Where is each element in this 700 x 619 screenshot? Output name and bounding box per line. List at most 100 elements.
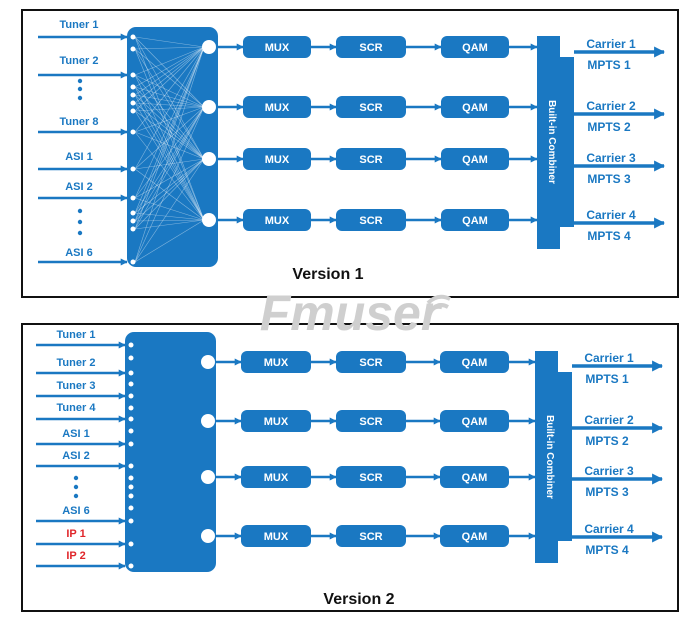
watermark: Fmuser <box>260 285 451 341</box>
combiner-label: Built-in Combiner <box>546 100 557 184</box>
matrix-link <box>134 46 205 199</box>
qam-label: QAM <box>462 472 488 484</box>
mux-block <box>243 96 311 118</box>
matrix-link <box>134 46 205 230</box>
matrix-link <box>134 131 205 160</box>
input-port-dot <box>130 72 136 78</box>
matrix-link <box>134 158 205 170</box>
mpts-label: MPTS 2 <box>585 434 629 448</box>
matrix-link <box>134 86 205 221</box>
matrix-link <box>134 158 205 263</box>
matrix-link <box>134 94 205 108</box>
qam-block <box>440 525 509 547</box>
mux-block <box>241 410 311 432</box>
input-port-dot <box>130 92 136 98</box>
qam-label: QAM <box>462 42 488 54</box>
input-port-dot <box>128 441 134 447</box>
input-port-dot <box>128 463 134 469</box>
matrix-link <box>134 48 205 160</box>
input-label: ASI 2 <box>65 181 93 193</box>
matrix-link <box>134 48 205 108</box>
carrier-label: Carrier 1 <box>586 37 636 51</box>
output-port <box>201 470 215 484</box>
scr-label: SCR <box>359 531 382 543</box>
mpts-label: MPTS 1 <box>587 58 631 72</box>
input-port-dot <box>128 475 134 481</box>
matrix-link <box>134 74 205 221</box>
matrix-link <box>134 102 205 108</box>
scr-label: SCR <box>359 416 382 428</box>
input-label: IP 2 <box>66 550 85 562</box>
mux-label: MUX <box>264 531 289 543</box>
qam-label: QAM <box>462 102 488 114</box>
carrier-label: Carrier 2 <box>584 413 634 427</box>
mpts-label: MPTS 2 <box>587 120 631 134</box>
version1-frame <box>21 9 679 298</box>
mpts-label: MPTS 4 <box>585 543 629 557</box>
matrix-link <box>134 158 205 222</box>
built-in-combiner: Built-in Combiner <box>535 351 572 563</box>
combiner-label: Built-in Combiner <box>544 415 555 499</box>
input-port-dot <box>130 100 136 106</box>
carrier-label: Carrier 3 <box>586 151 636 165</box>
mux-label: MUX <box>264 472 289 484</box>
matrix-link <box>134 46 205 214</box>
scr-label: SCR <box>359 42 382 54</box>
matrix-link <box>134 94 205 221</box>
qam-block <box>440 466 509 488</box>
mux-block <box>243 36 311 58</box>
output-port <box>202 100 216 114</box>
input-label: ASI 1 <box>62 428 90 440</box>
input-port-dot <box>128 355 134 361</box>
mpts-label: MPTS 1 <box>585 372 629 386</box>
version-title: Version 2 <box>323 591 394 608</box>
mux-label: MUX <box>265 42 290 54</box>
matrix-link <box>134 102 205 160</box>
matrix-link <box>134 106 205 170</box>
input-label: Tuner 2 <box>57 357 96 369</box>
ellipsis-dot <box>77 219 83 225</box>
matrix-link <box>134 158 205 230</box>
qam-block <box>441 96 509 118</box>
input-port-dot <box>128 563 134 569</box>
version2-frame <box>21 323 679 612</box>
output-port <box>201 529 215 543</box>
matrix-link <box>134 46 205 112</box>
input-port-dot <box>130 210 136 216</box>
mux-block <box>243 209 311 231</box>
scr-block <box>336 148 406 170</box>
mux-block <box>243 148 311 170</box>
input-port-dot <box>130 108 136 114</box>
matrix-link <box>134 106 205 230</box>
input-port-dot <box>128 342 134 348</box>
input-port-dot <box>128 484 134 490</box>
input-port-dot <box>128 370 134 376</box>
input-port-dot <box>128 416 134 422</box>
qam-label: QAM <box>462 154 488 166</box>
carrier-label: Carrier 1 <box>584 351 634 365</box>
matrix-link <box>134 46 205 104</box>
input-label: Tuner 3 <box>57 380 96 392</box>
input-label: Tuner 8 <box>60 116 99 128</box>
scr-label: SCR <box>359 102 382 114</box>
matrix-link <box>134 74 205 160</box>
mux-block <box>241 351 311 373</box>
matrix-link <box>134 46 205 76</box>
input-port-dot <box>128 428 134 434</box>
scr-block <box>336 525 406 547</box>
matrix-link <box>134 219 205 263</box>
mux-label: MUX <box>265 102 290 114</box>
scr-label: SCR <box>359 215 382 227</box>
matrix-link <box>134 102 205 221</box>
matrix-link <box>134 158 205 214</box>
input-label: ASI 6 <box>65 247 93 259</box>
matrix-link <box>134 36 205 160</box>
matrix-link <box>134 158 205 199</box>
input-label: ASI 1 <box>65 151 93 163</box>
matrix-link <box>134 110 205 221</box>
carrier-label: Carrier 3 <box>584 464 634 478</box>
qam-block <box>441 36 509 58</box>
matrix-link <box>134 219 205 222</box>
